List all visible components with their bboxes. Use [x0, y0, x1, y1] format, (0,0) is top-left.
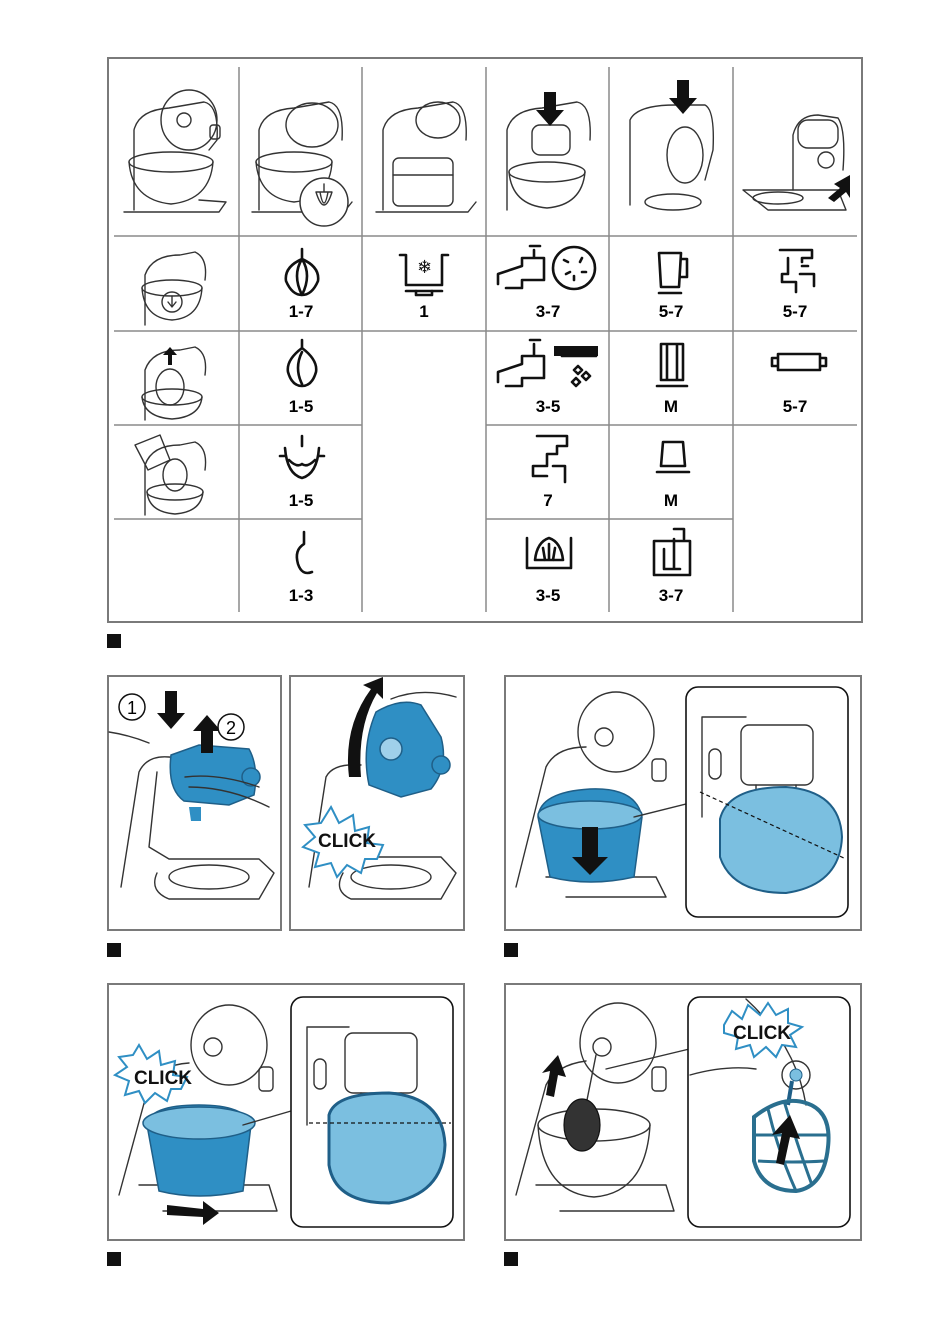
blender-jar-small-icon — [655, 340, 689, 392]
food-processor-icon — [650, 525, 698, 581]
arm-unlock-illustration: 1 2 — [109, 677, 280, 929]
icecream-maker-icon: ❄ — [398, 247, 450, 297]
dough-hook-icon — [290, 530, 320, 582]
kneading-hook-icon — [277, 434, 327, 484]
citrus-press-icon — [525, 530, 575, 576]
speed-label: M — [609, 397, 733, 417]
speed-label: 3-5 — [486, 586, 610, 606]
speed-label: 1-5 — [239, 397, 363, 417]
figure-marker-5 — [504, 1252, 518, 1266]
speed-label: 5-7 — [733, 397, 857, 417]
mixer-bowl-illustration — [114, 80, 234, 225]
dicer-disc-icon — [492, 244, 597, 296]
mincer-tube-icon — [527, 432, 573, 486]
speed-label: M — [609, 491, 733, 511]
mixer-whisk-illustration — [244, 80, 359, 225]
whisk-insert-illustration — [130, 335, 225, 423]
step-badge-2: 2 — [226, 718, 236, 738]
speed-label: 5-7 — [733, 302, 857, 322]
blender-jug-icon — [655, 247, 691, 297]
figure-marker-3 — [504, 943, 518, 957]
mixer-rear-port-illustration — [738, 80, 853, 225]
speed-label: 3-5 — [486, 397, 610, 417]
speed-label: 1-3 — [239, 586, 363, 606]
pasta-roller-icon — [770, 348, 830, 378]
bowl-insert-illustration — [130, 240, 225, 328]
mixer-blender-illustration — [615, 80, 730, 225]
click-label: CLICK — [318, 831, 376, 852]
figure-marker-2 — [107, 943, 121, 957]
svg-text:❄: ❄ — [417, 257, 432, 278]
speed-label: 1-5 — [239, 491, 363, 511]
mixer-dicer-illustration — [492, 80, 607, 225]
speed-label: 7 — [486, 491, 610, 511]
step-badge-1: 1 — [127, 698, 137, 718]
pouring-illustration — [130, 430, 225, 518]
figure-marker-4 — [107, 1252, 121, 1266]
arm-raise-illustration: CLICK — [291, 677, 463, 929]
blender-cup-icon — [655, 438, 691, 482]
speed-label: 5-7 — [609, 302, 733, 322]
bowl-insert-step-illustration — [506, 677, 860, 929]
mixer-icecream-illustration — [368, 80, 483, 225]
bowl-lock-step-illustration: CLICK — [109, 985, 463, 1239]
whisk-attach-step-illustration: CLICK — [506, 985, 860, 1239]
stirring-whisk-icon — [282, 338, 322, 390]
figure-marker-1 — [107, 634, 121, 648]
click-label: CLICK — [134, 1068, 192, 1089]
speed-label: 3-7 — [609, 586, 733, 606]
speed-label: 1-7 — [239, 302, 363, 322]
speed-label: 1 — [362, 302, 486, 322]
meat-mincer-icon — [778, 244, 822, 296]
balloon-whisk-icon — [282, 247, 322, 297]
slicer-icon — [492, 336, 602, 394]
speed-label: 3-7 — [486, 302, 610, 322]
click-label: CLICK — [733, 1023, 791, 1044]
